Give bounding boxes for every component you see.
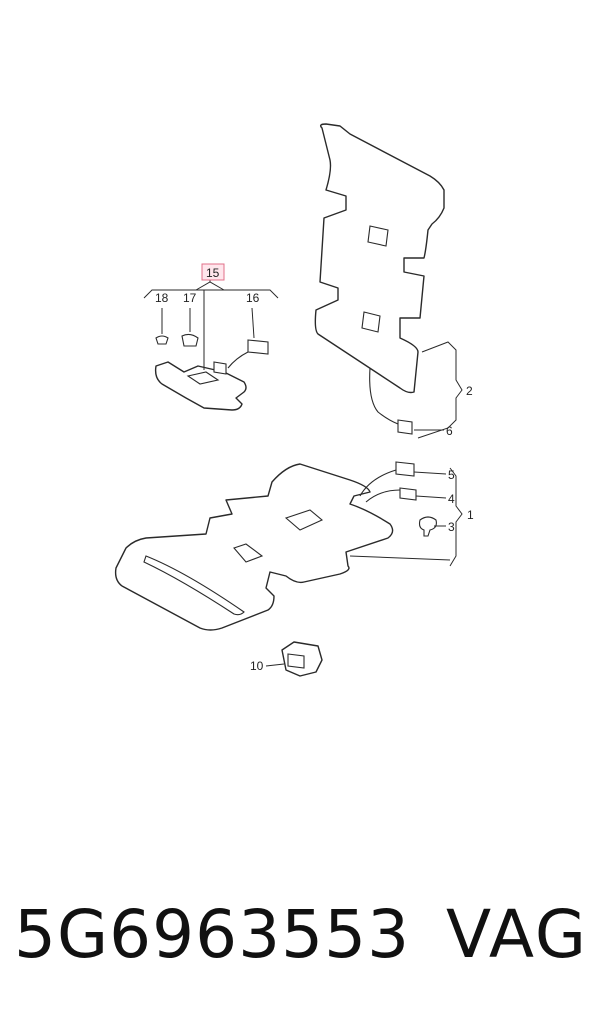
seat-heating-mat — [114, 461, 417, 631]
callout-15-highlight — [201, 263, 225, 281]
backrest-heating-mat — [314, 123, 445, 435]
callout-6[interactable]: 6 — [446, 424, 453, 438]
part-number: 5G6963553 — [14, 896, 411, 973]
footer: 5G6963553 VAG — [0, 885, 600, 985]
connector-part — [281, 641, 323, 677]
callout-15[interactable]: 15 — [206, 266, 220, 280]
brand-label: VAG — [445, 896, 588, 973]
callout-10[interactable]: 10 — [250, 659, 264, 673]
clip-part — [418, 516, 437, 537]
callout-2[interactable]: 2 — [466, 384, 473, 398]
control-unit-assembly — [154, 333, 269, 411]
callout-3[interactable]: 3 — [448, 520, 455, 534]
callout-1[interactable]: 1 — [467, 508, 474, 522]
parts-diagram: 15 18 17 16 2 6 5 4 3 1 10 — [114, 123, 474, 677]
callout-4[interactable]: 4 — [448, 492, 455, 506]
callout-16[interactable]: 16 — [246, 291, 260, 305]
callout-18[interactable]: 18 — [155, 291, 169, 305]
callout-5[interactable]: 5 — [448, 468, 455, 482]
leader-lines — [143, 280, 463, 667]
callout-17[interactable]: 17 — [183, 291, 197, 305]
